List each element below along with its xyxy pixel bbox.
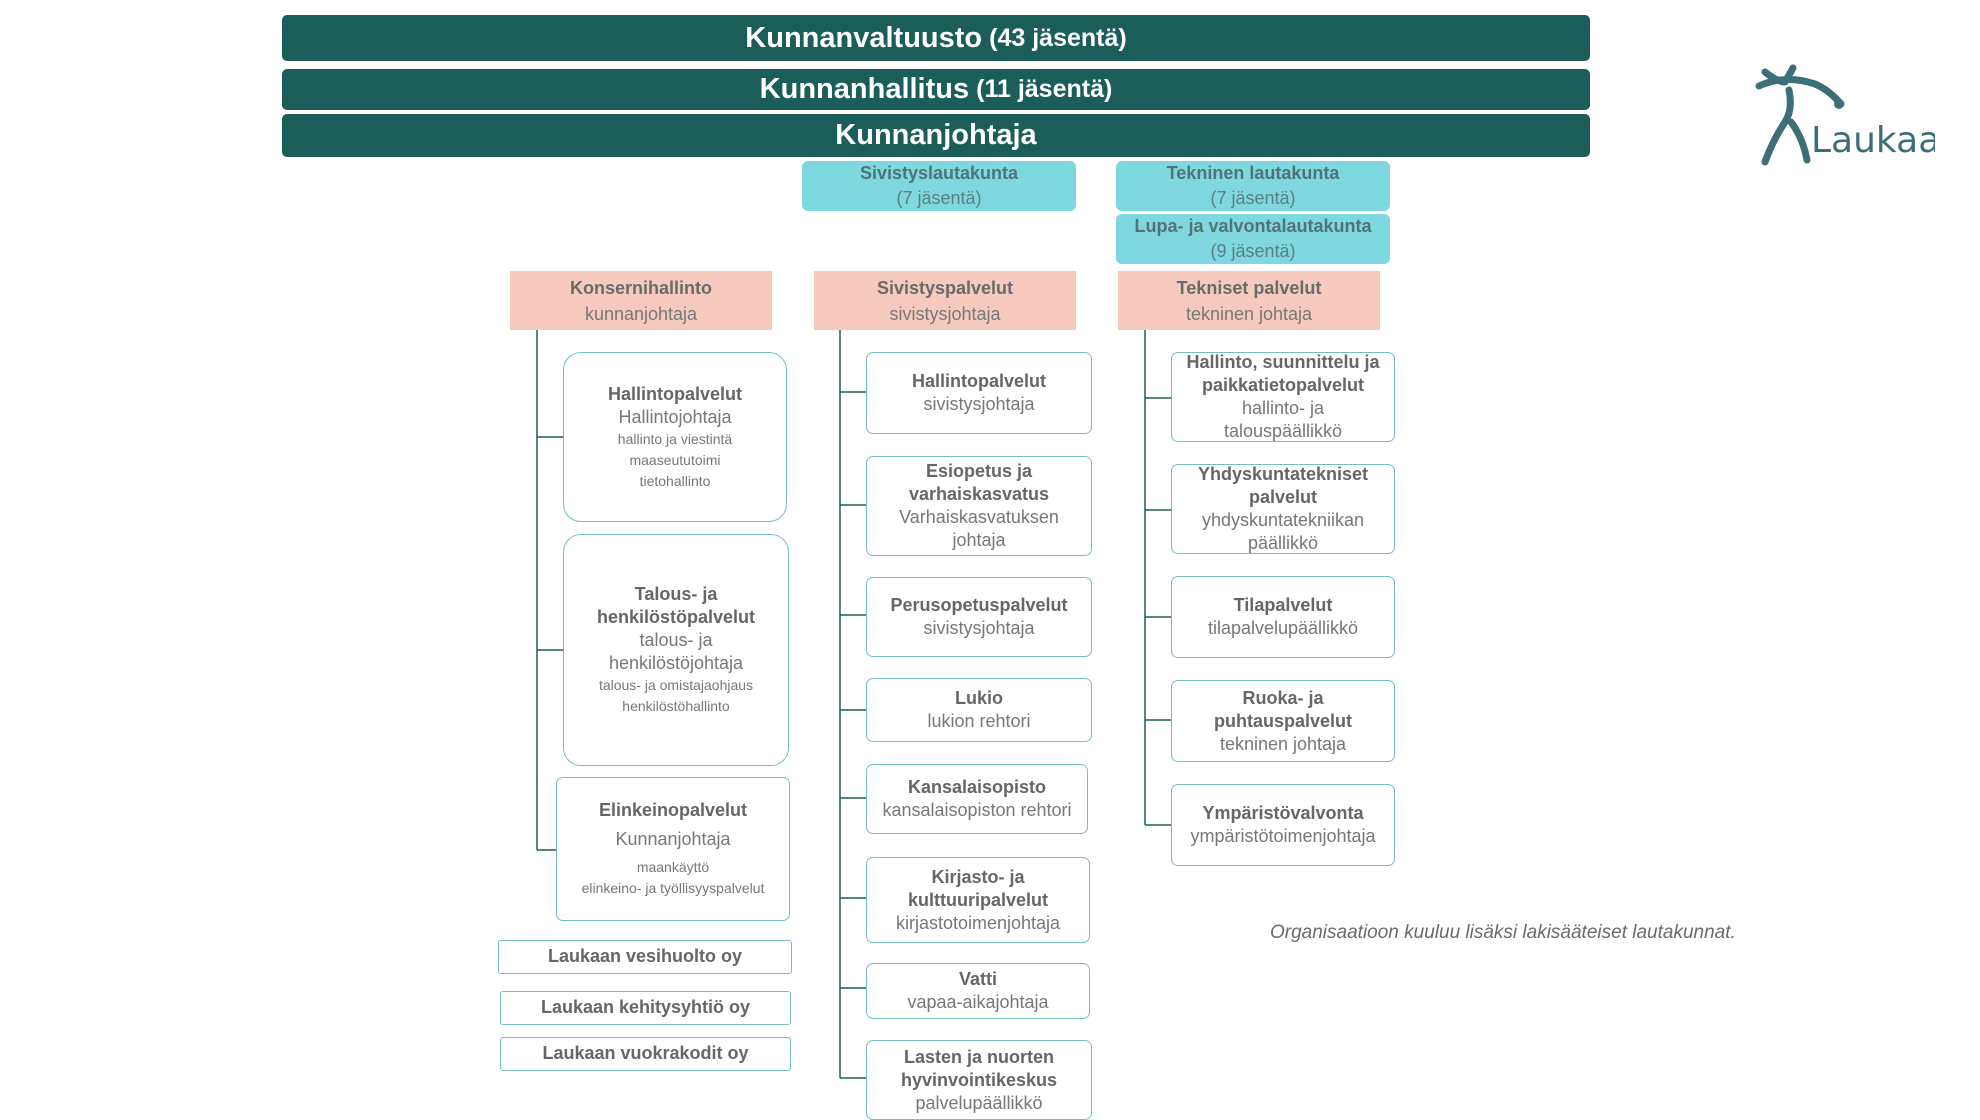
unit-role: Varhaiskasvatuksen johtaja [899,507,1059,550]
unit-role: hallinto- ja talouspäällikkö [1223,398,1343,441]
board-title: Kunnanhallitus [759,73,970,105]
unit-sub: maankäyttö [636,859,710,875]
unit-youth-wellbeing: Lasten ja nuorten hyvinvointikeskus palv… [866,1040,1092,1120]
laukaa-logo: Laukaa [1755,60,1940,172]
unit-title: Elinkeinopalvelut [598,800,748,820]
unit-title: Ruoka- ja puhtauspalvelut [1213,687,1352,731]
unit-role: Hallintojohtaja [618,406,732,427]
laukaa-figure-icon: Laukaa [1755,64,1940,166]
unit-sub: elinkeino- ja työllisyyspalvelut [581,880,765,896]
board-bar: Kunnanhallitus (11 jäsentä) [282,69,1590,110]
unit-role: palvelupäällikkö [915,1092,1043,1113]
unit-role: vapaa-aikajohtaja [907,992,1049,1012]
unit-role: tilapalvelupäällikkö [1207,618,1359,638]
committee-education-title: Sivistyslautakunta [859,163,1019,183]
unit-title: Esiopetus ja varhaiskasvatus [908,461,1050,504]
unit-role: lukion rehtori [927,711,1031,731]
head-education-role: sivistysjohtaja [889,304,1001,324]
council-title: Kunnanvaltuusto [745,21,983,54]
council-bar: Kunnanvaltuusto (43 jäsentä) [282,15,1590,61]
head-education-title: Sivistyspalvelut [876,278,1014,298]
head-technical-title: Tekniset palvelut [1176,278,1322,298]
committee-education: Sivistyslautakunta (7 jäsentä) [802,161,1076,211]
unit-finance-hr: Talous- ja henkilöstöpalvelut talous- ja… [563,534,789,766]
logo-text: Laukaa [1811,120,1935,161]
unit-high-school: Lukio lukion rehtori [866,678,1092,742]
unit-sub: hallinto ja viestintä [617,430,733,447]
committee-permits-title: Lupa- ja valvontalautakunta [1134,216,1372,236]
unit-basic-education: Perusopetuspalvelut sivistysjohtaja [866,577,1092,657]
head-technical: Tekniset palvelut tekninen johtaja [1118,271,1380,330]
footnote: Organisaatioon kuuluu lisäksi lakisäätei… [1270,922,1736,943]
unit-title: Talous- ja henkilöstöpalvelut [596,584,756,627]
committee-education-members: (7 jäsentä) [896,188,982,208]
committee-technical-title: Tekninen lautakunta [1166,163,1340,183]
company-water: Laukaan vesihuolto oy [498,940,792,974]
unit-edu-admin: Hallintopalvelut sivistysjohtaja [866,352,1092,434]
unit-title: Tilapalvelut [1233,595,1333,615]
unit-role: talous- ja henkilöstöjohtaja [608,630,744,673]
unit-title: Yhdyskuntatekniset palvelut [1197,464,1369,507]
unit-title: Ympäristövalvonta [1202,803,1364,823]
committee-permits: Lupa- ja valvontalautakunta (9 jäsentä) [1116,214,1390,264]
unit-role: Kunnanjohtaja [615,829,731,849]
unit-early-education: Esiopetus ja varhaiskasvatus Varhaiskasv… [866,456,1092,556]
unit-sub: talous- ja omistajaohjaus [598,677,754,693]
board-members: (11 jäsentä) [976,75,1113,103]
unit-tech-admin: Hallinto, suunnittelu ja paikkatietopalv… [1171,352,1395,442]
unit-title: Lasten ja nuorten hyvinvointikeskus [900,1046,1058,1090]
unit-library-culture: Kirjasto- ja kulttuuripalvelut kirjastot… [866,857,1090,943]
unit-role: kansalaisopiston rehtori [882,800,1072,820]
unit-admin-services: Hallintopalvelut Hallintojohtaja hallint… [563,352,787,522]
head-education: Sivistyspalvelut sivistysjohtaja [814,271,1076,330]
unit-food-cleaning: Ruoka- ja puhtauspalvelut tekninen johta… [1171,680,1395,762]
unit-title: Kansalaisopisto [907,777,1047,797]
company-development: Laukaan kehitysyhtiö oy [500,991,791,1025]
head-group-admin: Konsernihallinto kunnanjohtaja [510,271,772,330]
manager-title: Kunnanjohtaja [835,119,1037,151]
unit-sub: maaseututoimi [629,451,721,468]
unit-role: tekninen johtaja [1219,733,1347,754]
unit-vatti: Vatti vapaa-aikajohtaja [866,963,1090,1019]
head-group-admin-title: Konsernihallinto [569,278,712,298]
unit-role: ympäristötoimenjohtaja [1190,826,1376,846]
head-technical-role: tekninen johtaja [1185,304,1313,324]
committee-technical: Tekninen lautakunta (7 jäsentä) [1116,161,1390,211]
unit-sub: tietohallinto [639,472,711,489]
unit-title: Vatti [958,969,997,989]
committee-permits-members: (9 jäsentä) [1210,241,1296,261]
unit-role: sivistysjohtaja [923,618,1035,638]
unit-environment: Ympäristövalvonta ympäristötoimenjohtaja [1171,784,1395,866]
unit-role: sivistysjohtaja [923,394,1035,414]
unit-title: Hallinto, suunnittelu ja paikkatietopalv… [1186,352,1380,395]
council-members: (43 jäsentä) [989,23,1127,52]
unit-sub: henkilöstöhallinto [622,698,730,714]
unit-title: Perusopetuspalvelut [890,595,1068,615]
unit-title: Hallintopalvelut [911,371,1046,391]
head-group-admin-role: kunnanjohtaja [584,304,698,324]
unit-adult-education: Kansalaisopisto kansalaisopiston rehtori [866,764,1088,834]
unit-facilities: Tilapalvelut tilapalvelupäällikkö [1171,576,1395,658]
committee-technical-members: (7 jäsentä) [1210,188,1296,208]
company-housing: Laukaan vuokrakodit oy [500,1037,791,1071]
unit-infrastructure: Yhdyskuntatekniset palvelut yhdyskuntate… [1171,464,1395,554]
manager-bar: Kunnanjohtaja [282,114,1590,157]
unit-title: Kirjasto- ja kulttuuripalvelut [907,866,1048,910]
unit-role: kirjastotoimenjohtaja [895,912,1061,933]
unit-title: Lukio [955,688,1003,708]
unit-title: Hallintopalvelut [607,383,742,404]
unit-business-services: Elinkeinopalvelut Kunnanjohtaja maankäyt… [556,777,790,921]
unit-role: yhdyskuntatekniikan päällikkö [1201,510,1365,553]
